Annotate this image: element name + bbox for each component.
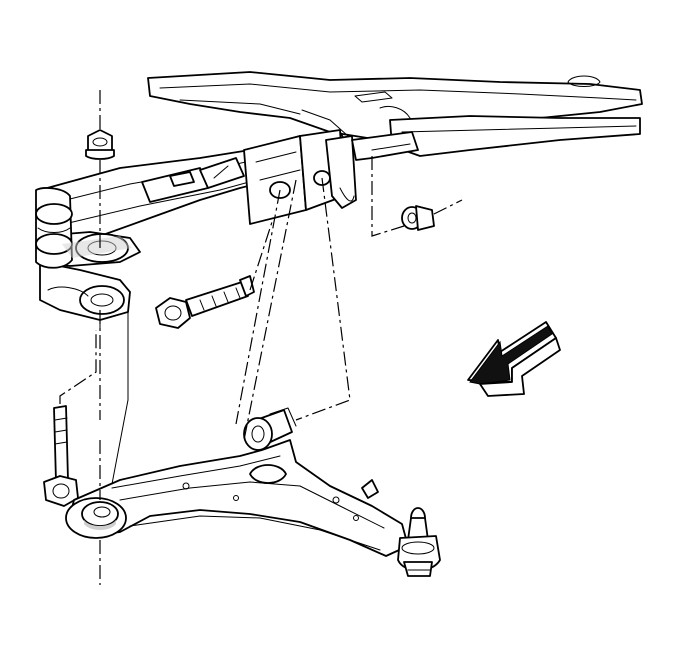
front-bushing-nut xyxy=(85,129,115,160)
rear-bushing-bolt xyxy=(155,275,255,329)
front-bushing-bolt xyxy=(43,405,79,507)
rear-bushing-nut xyxy=(401,205,435,231)
assembly-lines xyxy=(59,90,463,585)
lower-control-arm xyxy=(65,407,409,557)
front-crossmember xyxy=(35,71,643,321)
direction-arrow xyxy=(467,321,561,397)
ball-joint xyxy=(397,507,441,577)
